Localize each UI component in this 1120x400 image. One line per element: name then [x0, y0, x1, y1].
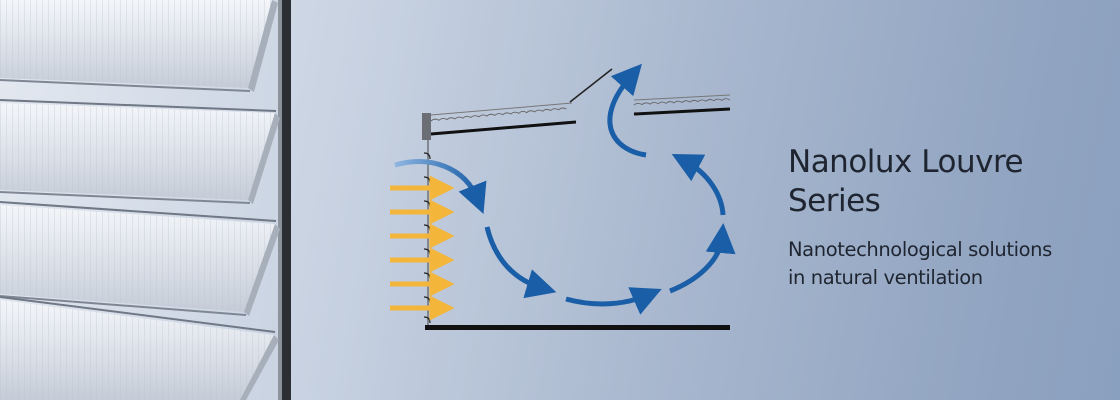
louvre-blade [0, 201, 280, 316]
banner-title: Nanolux Louvre Series [788, 143, 1108, 221]
airflow-arrow-icon [607, 63, 647, 158]
airflow-arrow-icon [394, 159, 487, 214]
subtitle-line: in natural ventilation [788, 266, 983, 289]
inflow-arrows [390, 175, 455, 321]
roof-vent-flap [569, 68, 613, 103]
title-line: Series [788, 183, 881, 219]
louvre-blade [0, 0, 278, 92]
airflow-path [394, 63, 736, 315]
roof-panel-left [430, 102, 577, 136]
roof-panel-right [633, 94, 731, 116]
louvre-photo [0, 0, 291, 400]
ventilation-diagram [390, 63, 736, 330]
floor-line [425, 325, 730, 330]
wall-louvre-column [422, 113, 431, 325]
airflow-arrow-icon [671, 154, 726, 216]
louvre-blade [0, 296, 279, 400]
subtitle-line: Nanotechnological solutions [788, 238, 1052, 261]
banner-subtitle: Nanotechnological solutions in natural v… [788, 236, 1118, 292]
frame-post [282, 0, 291, 400]
louvre-blade [0, 99, 280, 204]
airflow-arrow-icon [669, 223, 736, 294]
airflow-arrow-icon [484, 226, 557, 299]
title-line: Nanolux Louvre [788, 144, 1024, 180]
airflow-arrow-icon [565, 287, 662, 315]
